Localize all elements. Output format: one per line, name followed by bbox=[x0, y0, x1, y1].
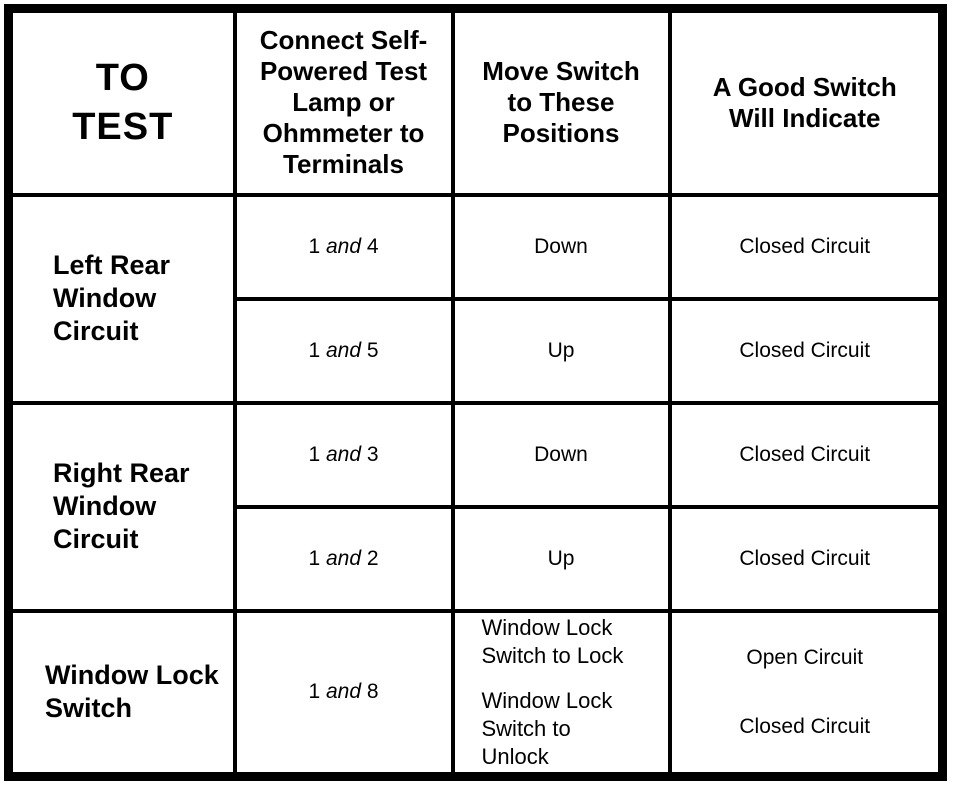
position-unlock: Window Lock Switch to Unlock bbox=[481, 687, 613, 769]
header-connect-terminals: Connect Self- Powered Test Lamp or Ohmme… bbox=[232, 6, 455, 197]
conjunction-and: and bbox=[325, 338, 362, 362]
table-row: Right Rear Window Circuit 1 and 3 Down C… bbox=[6, 400, 945, 613]
table-row: Left Rear Window Circuit 1 and 4 Down Cl… bbox=[6, 192, 945, 405]
table-row: Window Lock Switch 1 and 8 Window Lock S… bbox=[6, 608, 945, 779]
terminal-a: 1 bbox=[308, 338, 321, 362]
terminal-b: 5 bbox=[366, 338, 379, 362]
row-label-right-rear-window-circuit: Right Rear Window Circuit bbox=[6, 400, 237, 613]
terminals-cell: 1 and 2 bbox=[232, 504, 455, 613]
header-to-test: TO TEST bbox=[6, 6, 237, 197]
terminal-a: 1 bbox=[308, 442, 321, 466]
conjunction-and: and bbox=[325, 442, 362, 466]
conjunction-and: and bbox=[325, 546, 362, 570]
result-cell: Closed Circuit bbox=[667, 504, 945, 613]
result-cell: Open Circuit Closed Circuit bbox=[667, 608, 945, 779]
table-row: 1 and 5 Up Closed Circuit bbox=[9, 296, 945, 405]
terminal-b: 2 bbox=[366, 546, 379, 570]
result-open-circuit: Open Circuit bbox=[746, 645, 864, 669]
terminal-a: 1 bbox=[308, 546, 321, 570]
position-cell: Up bbox=[450, 296, 672, 405]
terminal-b: 8 bbox=[366, 680, 379, 704]
position-lock: Window Lock Switch to Lock bbox=[481, 614, 624, 668]
result-cell: Closed Circuit bbox=[667, 400, 945, 509]
header-move-switch: Move Switch to These Positions bbox=[450, 6, 672, 197]
result-cell: Closed Circuit bbox=[667, 296, 945, 405]
terminal-a: 1 bbox=[308, 234, 321, 258]
terminal-a: 1 bbox=[308, 680, 321, 704]
terminal-b: 3 bbox=[366, 442, 379, 466]
position-cell: Down bbox=[450, 400, 672, 509]
terminals-cell: 1 and 4 bbox=[232, 192, 455, 301]
row-label-left-rear-window-circuit: Left Rear Window Circuit bbox=[6, 192, 237, 405]
terminals-cell: 1 and 3 bbox=[232, 400, 455, 509]
conjunction-and: and bbox=[325, 680, 362, 704]
table-row: 1 and 2 Up Closed Circuit bbox=[9, 504, 945, 613]
position-cell: Down bbox=[450, 192, 672, 301]
header-good-switch: A Good Switch Will Indicate bbox=[667, 6, 945, 197]
header-row: TO TEST Connect Self- Powered Test Lamp … bbox=[6, 6, 945, 197]
switch-test-table: TO TEST Connect Self- Powered Test Lamp … bbox=[4, 4, 947, 781]
terminals-cell: 1 and 8 bbox=[232, 608, 455, 779]
result-cell: Closed Circuit bbox=[667, 192, 945, 301]
terminals-cell: 1 and 5 bbox=[232, 296, 455, 405]
conjunction-and: and bbox=[325, 234, 362, 258]
result-closed-circuit: Closed Circuit bbox=[739, 714, 871, 738]
row-label-window-lock-switch: Window Lock Switch bbox=[6, 608, 237, 779]
document-page: TO TEST Connect Self- Powered Test Lamp … bbox=[0, 4, 960, 806]
position-cell: Up bbox=[450, 504, 672, 613]
terminal-b: 4 bbox=[366, 234, 379, 258]
position-cell: Window Lock Switch to Lock Window Lock S… bbox=[450, 608, 672, 779]
